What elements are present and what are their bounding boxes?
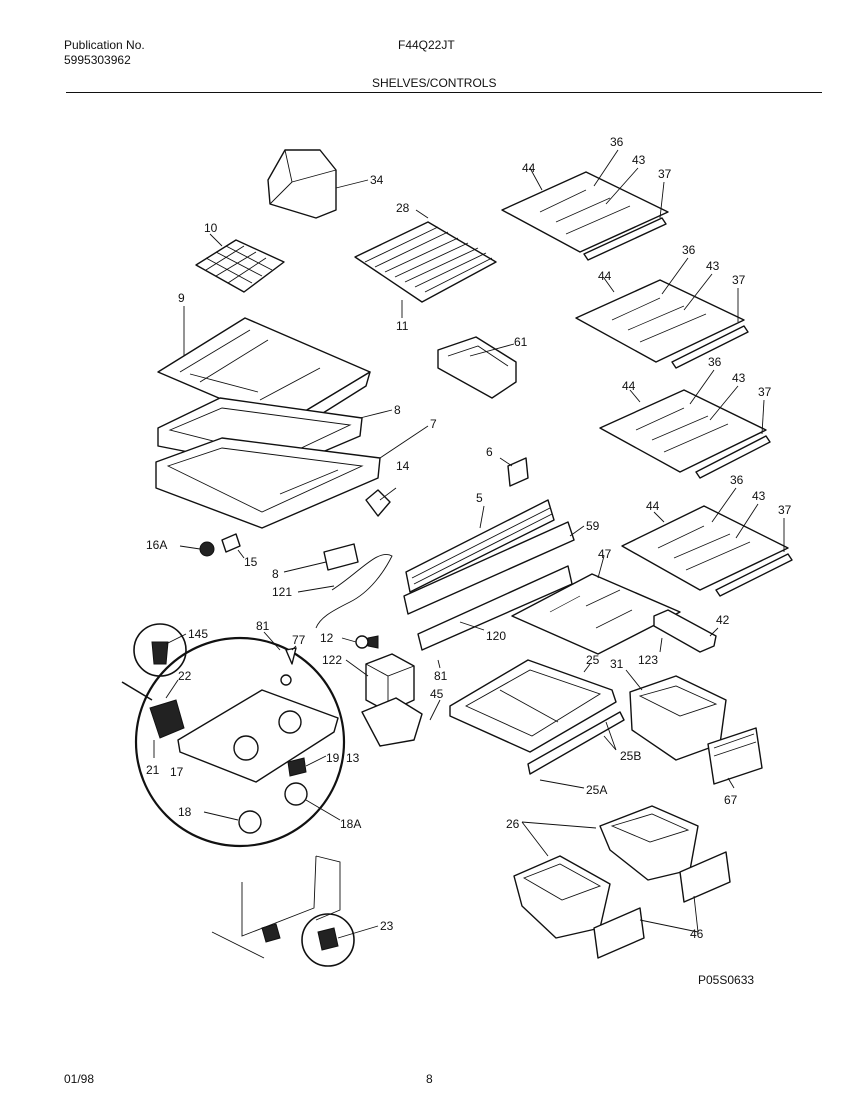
callout-label: 16A bbox=[146, 538, 167, 552]
callout-labels: 34 10 28 11 9 8 7 61 6 14 16A 15 5 59 8 … bbox=[146, 135, 792, 941]
callout-label: 121 bbox=[272, 585, 292, 599]
callout-label: 67 bbox=[724, 793, 738, 807]
part-16a-15-knob bbox=[199, 533, 241, 557]
callout-label: 122 bbox=[322, 653, 342, 667]
callout-label: 43 bbox=[706, 259, 720, 273]
callout-label: 36 bbox=[708, 355, 722, 369]
part-shelf-4 bbox=[621, 505, 793, 597]
callout-label: 19 bbox=[326, 751, 340, 765]
callout-label: 8 bbox=[394, 403, 401, 417]
part-67-drawer-front bbox=[707, 727, 763, 785]
callout-label: 81 bbox=[256, 619, 270, 633]
detail-circle bbox=[134, 636, 346, 848]
callout-label: 44 bbox=[598, 269, 612, 283]
part-shelf-3 bbox=[599, 389, 771, 479]
part-26-drawer-upper bbox=[599, 805, 699, 881]
leader-lines bbox=[153, 149, 785, 939]
footer-date: 01/98 bbox=[64, 1072, 95, 1086]
part-122-housing bbox=[365, 653, 415, 713]
callout-label: 7 bbox=[430, 417, 437, 431]
cabinet-corner bbox=[211, 855, 355, 967]
callout-label: 46 bbox=[690, 927, 704, 941]
callout-label: 17 bbox=[170, 765, 184, 779]
part-13-damper bbox=[361, 697, 423, 747]
part-47-glass-shelf bbox=[511, 573, 681, 655]
callout-label: 22 bbox=[178, 669, 192, 683]
part-46-drawer-front bbox=[593, 851, 731, 959]
callout-label: 37 bbox=[758, 385, 772, 399]
callout-label: 47 bbox=[598, 547, 612, 561]
part-42-bracket bbox=[653, 609, 717, 653]
figure-code: P05S0633 bbox=[698, 973, 754, 987]
callout-label: 10 bbox=[204, 221, 218, 235]
callout-label: 18A bbox=[340, 817, 361, 831]
section-title: SHELVES/CONTROLS bbox=[372, 76, 497, 90]
callout-label: 61 bbox=[514, 335, 528, 349]
header-rule bbox=[66, 92, 822, 93]
model-number: F44Q22JT bbox=[398, 38, 455, 52]
callout-label: 44 bbox=[646, 499, 660, 513]
publication-label: Publication No. bbox=[64, 38, 145, 52]
callout-label: 12 bbox=[320, 631, 334, 645]
callout-label: 5 bbox=[476, 491, 483, 505]
callout-label: 120 bbox=[486, 629, 506, 643]
callout-label: 145 bbox=[188, 627, 208, 641]
callout-label: 81 bbox=[434, 669, 448, 683]
callout-label: 14 bbox=[396, 459, 410, 473]
callout-label: 26 bbox=[506, 817, 520, 831]
callout-label: 59 bbox=[586, 519, 600, 533]
callout-label: 43 bbox=[632, 153, 646, 167]
callout-label: 36 bbox=[730, 473, 744, 487]
part-7-cover bbox=[155, 437, 381, 529]
part-25-crisper-cover bbox=[449, 659, 617, 753]
callout-label: 37 bbox=[658, 167, 672, 181]
part-120-rail bbox=[403, 521, 575, 651]
callout-label: 43 bbox=[732, 371, 746, 385]
callout-label: 31 bbox=[610, 657, 624, 671]
callout-label: 11 bbox=[396, 319, 409, 333]
part-8-switch bbox=[323, 543, 359, 571]
part-34-bin bbox=[267, 149, 337, 219]
part-14-control bbox=[365, 489, 391, 517]
part-shelf-2 bbox=[575, 279, 749, 369]
callout-label: 28 bbox=[396, 201, 410, 215]
part-25a-rail bbox=[527, 711, 625, 775]
part-121-wire bbox=[315, 554, 393, 629]
callout-label: 37 bbox=[732, 273, 746, 287]
part-12-lamp bbox=[355, 635, 379, 649]
callout-label: 23 bbox=[380, 919, 394, 933]
part-145-valve bbox=[133, 623, 187, 677]
callout-label: 25 bbox=[586, 653, 600, 667]
callout-label: 18 bbox=[178, 805, 192, 819]
callout-label: 21 bbox=[146, 763, 160, 777]
callout-label: 36 bbox=[682, 243, 696, 257]
part-6-block bbox=[507, 457, 529, 487]
part-10-ice-tray bbox=[195, 239, 285, 293]
callout-label: 25A bbox=[586, 783, 607, 797]
callout-label: 8 bbox=[272, 567, 279, 581]
callout-label: 34 bbox=[370, 173, 384, 187]
callout-label: 43 bbox=[752, 489, 766, 503]
callout-label: 13 bbox=[346, 751, 360, 765]
footer-page-number: 8 bbox=[426, 1072, 433, 1086]
callout-label: 6 bbox=[486, 445, 493, 459]
callout-label: 44 bbox=[522, 161, 536, 175]
callout-label: 44 bbox=[622, 379, 636, 393]
publication-number: 5995303962 bbox=[64, 53, 131, 67]
callout-label: 15 bbox=[244, 555, 258, 569]
callout-label: 25B bbox=[620, 749, 641, 763]
callout-label: 123 bbox=[638, 653, 658, 667]
part-11-wire-shelf bbox=[354, 221, 497, 303]
part-61-bracket bbox=[437, 336, 517, 399]
callout-label: 45 bbox=[430, 687, 444, 701]
callout-label: 37 bbox=[778, 503, 792, 517]
part-5-rail bbox=[405, 499, 555, 593]
callout-label: 9 bbox=[178, 291, 185, 305]
callout-label: 36 bbox=[610, 135, 624, 149]
callout-label: 42 bbox=[716, 613, 730, 627]
part-26-drawer-lower bbox=[513, 855, 611, 939]
callout-label: 77 bbox=[292, 633, 306, 647]
part-shelf-1 bbox=[501, 171, 669, 261]
